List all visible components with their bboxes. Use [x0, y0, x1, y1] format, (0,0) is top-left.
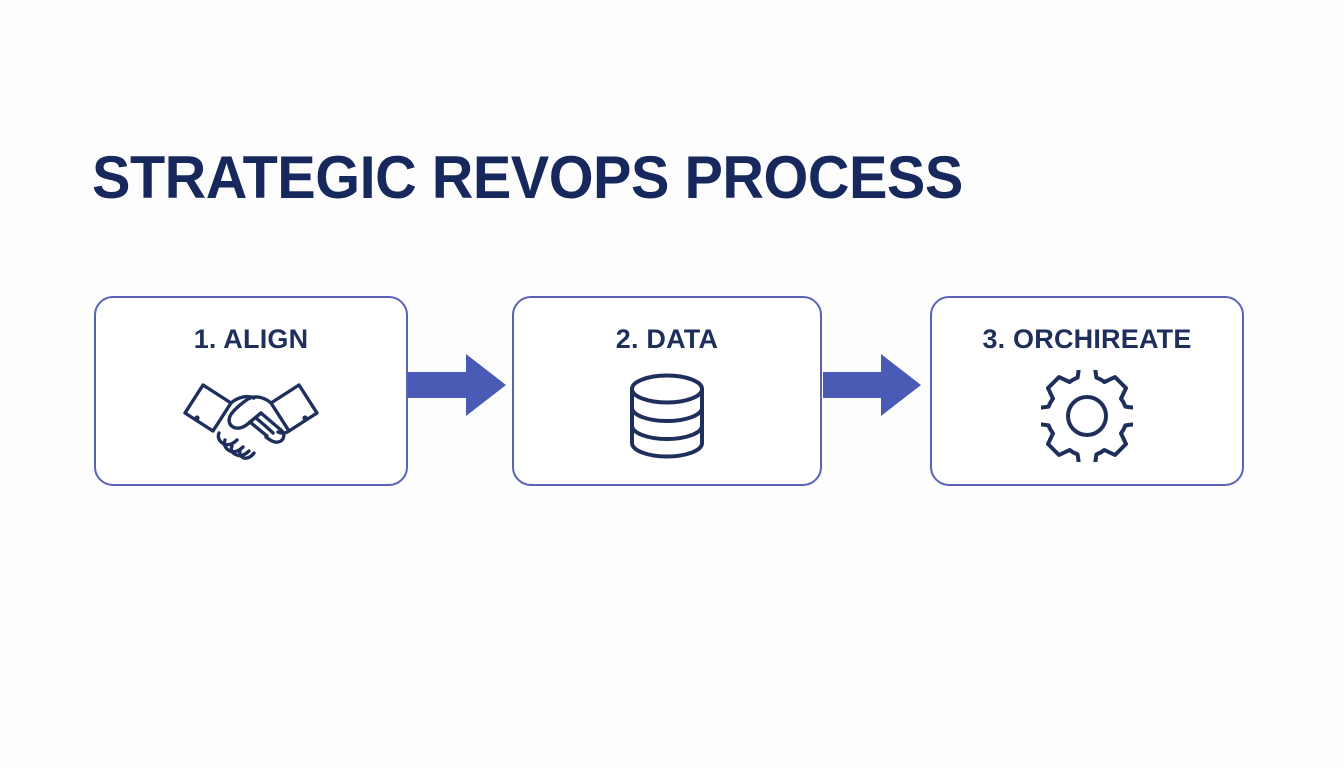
step-card-orchestrate[interactable]: 3. ORCHIREATE — [930, 296, 1244, 486]
step-label: 3. ORCHIREATE — [982, 324, 1192, 354]
handshake-icon — [96, 354, 406, 484]
process-flow-diagram: 1. ALIGN — [94, 296, 1244, 488]
step-label: 1. ALIGN — [193, 324, 309, 354]
arrow-right-icon — [408, 354, 506, 416]
gear-icon — [932, 354, 1242, 484]
arrow-right-icon — [823, 354, 921, 416]
step-card-align[interactable]: 1. ALIGN — [94, 296, 408, 486]
page-title: STRATEGIC REVOPS PROCESS — [92, 144, 963, 211]
step-label: 2. DATA — [615, 324, 719, 354]
database-icon — [514, 354, 820, 484]
step-card-data[interactable]: 2. DATA — [512, 296, 822, 486]
